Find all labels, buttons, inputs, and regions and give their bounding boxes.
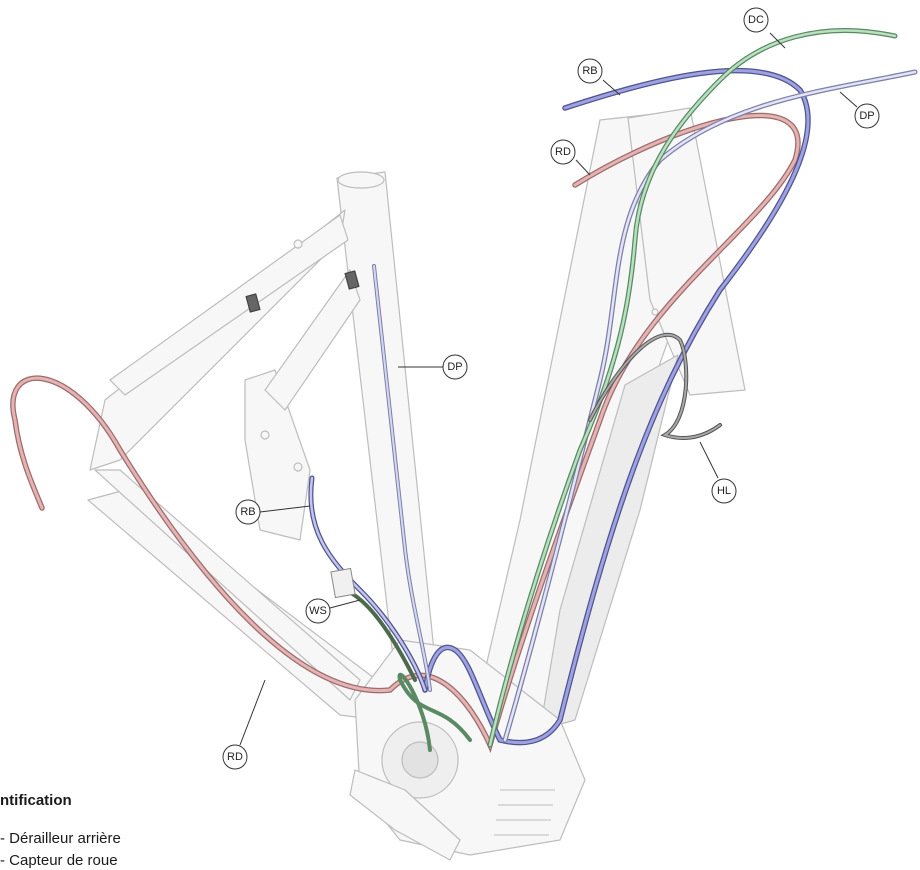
- callout-ws: [305, 598, 331, 624]
- callout-dc: [743, 7, 769, 33]
- callout-dp-top: [854, 103, 880, 129]
- callout-rb-low: [235, 499, 261, 525]
- callout-rb-top-label: RB: [582, 65, 597, 77]
- wheel-sensor-connector: [330, 567, 356, 599]
- head-tube: [627, 107, 746, 396]
- inner-strut: [264, 269, 361, 411]
- callout-rd-top: [550, 139, 576, 165]
- callout-rb-top: [577, 58, 603, 84]
- crank-arm-left: [349, 769, 461, 861]
- motor-vents: [494, 789, 555, 836]
- legend-item-rear-derailleur: - Dérailleur arrière: [0, 830, 121, 847]
- upper-rocker: [109, 214, 349, 396]
- cables: [10, 28, 918, 754]
- callout-dp-mid-label: DP: [447, 361, 462, 373]
- cable-grommet: [344, 270, 360, 290]
- cable-rear-brake-lower-fill: [309, 476, 427, 692]
- callout-hl: [711, 478, 737, 504]
- callout-rb-low-label: RB: [240, 506, 255, 518]
- callout-dp-mid: [442, 354, 468, 380]
- lower-stay: [94, 469, 361, 701]
- bike-frame: [87, 107, 746, 861]
- cable-dc-fill: [488, 29, 897, 747]
- callout-dc-label: DC: [748, 14, 764, 26]
- seat-tube-opening: [337, 171, 385, 189]
- legend-item-wheel-sensor: - Capteur de roue: [0, 852, 118, 869]
- cable-grommet: [245, 293, 261, 313]
- cable-rear-brake-fill: [423, 69, 810, 745]
- cable-dc-loop: [397, 672, 472, 752]
- cable-headlight-fill: [589, 333, 721, 439]
- callout-ws-label: WS: [309, 605, 327, 617]
- callout-dp-top-label: DP: [859, 110, 874, 122]
- cable-display-fill: [503, 70, 917, 742]
- frame-bolt: [260, 430, 270, 440]
- motor-bolt: [401, 741, 439, 779]
- callout-rd-top-label: RD: [555, 146, 571, 158]
- callout-hl-label: HL: [717, 485, 731, 497]
- frame-bolt: [651, 308, 659, 316]
- legend-title: ntification: [0, 792, 72, 809]
- callouts: DC RB DP RD DP HL RB WS RD: [222, 7, 880, 770]
- cable-display-seat-fill: [373, 265, 431, 691]
- rocker-link: [244, 369, 311, 541]
- frame-bolt: [293, 239, 303, 249]
- cable-rear-derailleur-fill: [11, 114, 800, 750]
- callout-rd-low-label: RD: [227, 751, 243, 763]
- callout-rd-low: [222, 744, 248, 770]
- frame-bolt: [293, 462, 303, 472]
